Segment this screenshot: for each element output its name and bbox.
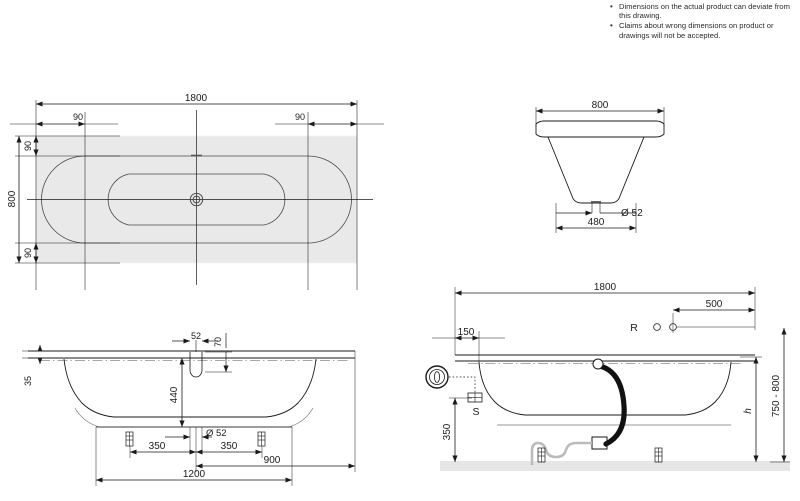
side-label-tap: R	[630, 322, 638, 334]
side-dim-tap-offset: 500	[706, 299, 723, 310]
side-dim-length: 1800	[594, 282, 617, 293]
note-item: Dimensions on the actual product can dev…	[610, 1, 798, 20]
side-dim-install-height: 750 - 800	[771, 374, 782, 417]
note-item: Claims about wrong dimensions on product…	[610, 21, 798, 40]
plan-dim-inset-top: 90	[23, 141, 33, 151]
plan-view-group	[10, 100, 384, 290]
long-dim-rim: 35	[23, 376, 33, 386]
plan-dim-inset-right: 90	[295, 112, 305, 122]
long-dim-overflow-height: 70	[213, 337, 223, 347]
side-dim-overflow-offset: 150	[458, 327, 475, 338]
plan-dim-inset-bottom: 90	[23, 248, 33, 258]
end-section-view-group	[535, 107, 665, 233]
waste-fitting-s	[467, 392, 483, 403]
drain-center-symbol	[189, 192, 204, 207]
overflow-rosette-icon	[425, 365, 449, 389]
notes-block: Dimensions on the actual product can dev…	[610, 1, 798, 41]
foot-left	[125, 431, 134, 447]
plan-dim-inset-left: 90	[73, 112, 83, 122]
side-dim-bath-height: h	[743, 408, 754, 414]
side-label-waste: S	[472, 406, 479, 418]
notes-list: Dimensions on the actual product can dev…	[610, 1, 798, 40]
long-dim-drain: Ø 52	[206, 428, 227, 439]
longitudinal-section-view-group	[22, 333, 356, 486]
tap-hole-pair	[653, 313, 755, 333]
foot-right	[257, 431, 266, 447]
plan-dim-width: 800	[7, 190, 18, 207]
end-dim-base-width: 480	[588, 217, 605, 228]
plan-dim-length: 1800	[185, 93, 208, 104]
long-dim-foot-span: 900	[264, 455, 281, 466]
long-dim-foot-left: 350	[149, 441, 166, 452]
foot-left-elev	[537, 447, 546, 463]
long-dim-foot-right: 350	[221, 441, 238, 452]
end-dim-top-width: 800	[592, 100, 609, 111]
foot-right-elev	[654, 447, 663, 463]
side-dim-waste-height: 350	[442, 423, 453, 440]
long-dim-overflow-offset: 52	[191, 331, 201, 341]
side-elevation-view-group	[425, 287, 790, 471]
long-dim-overall-span: 1200	[183, 469, 206, 480]
long-dim-depth: 440	[169, 386, 180, 403]
end-dim-drain: Ø 52	[621, 208, 643, 219]
